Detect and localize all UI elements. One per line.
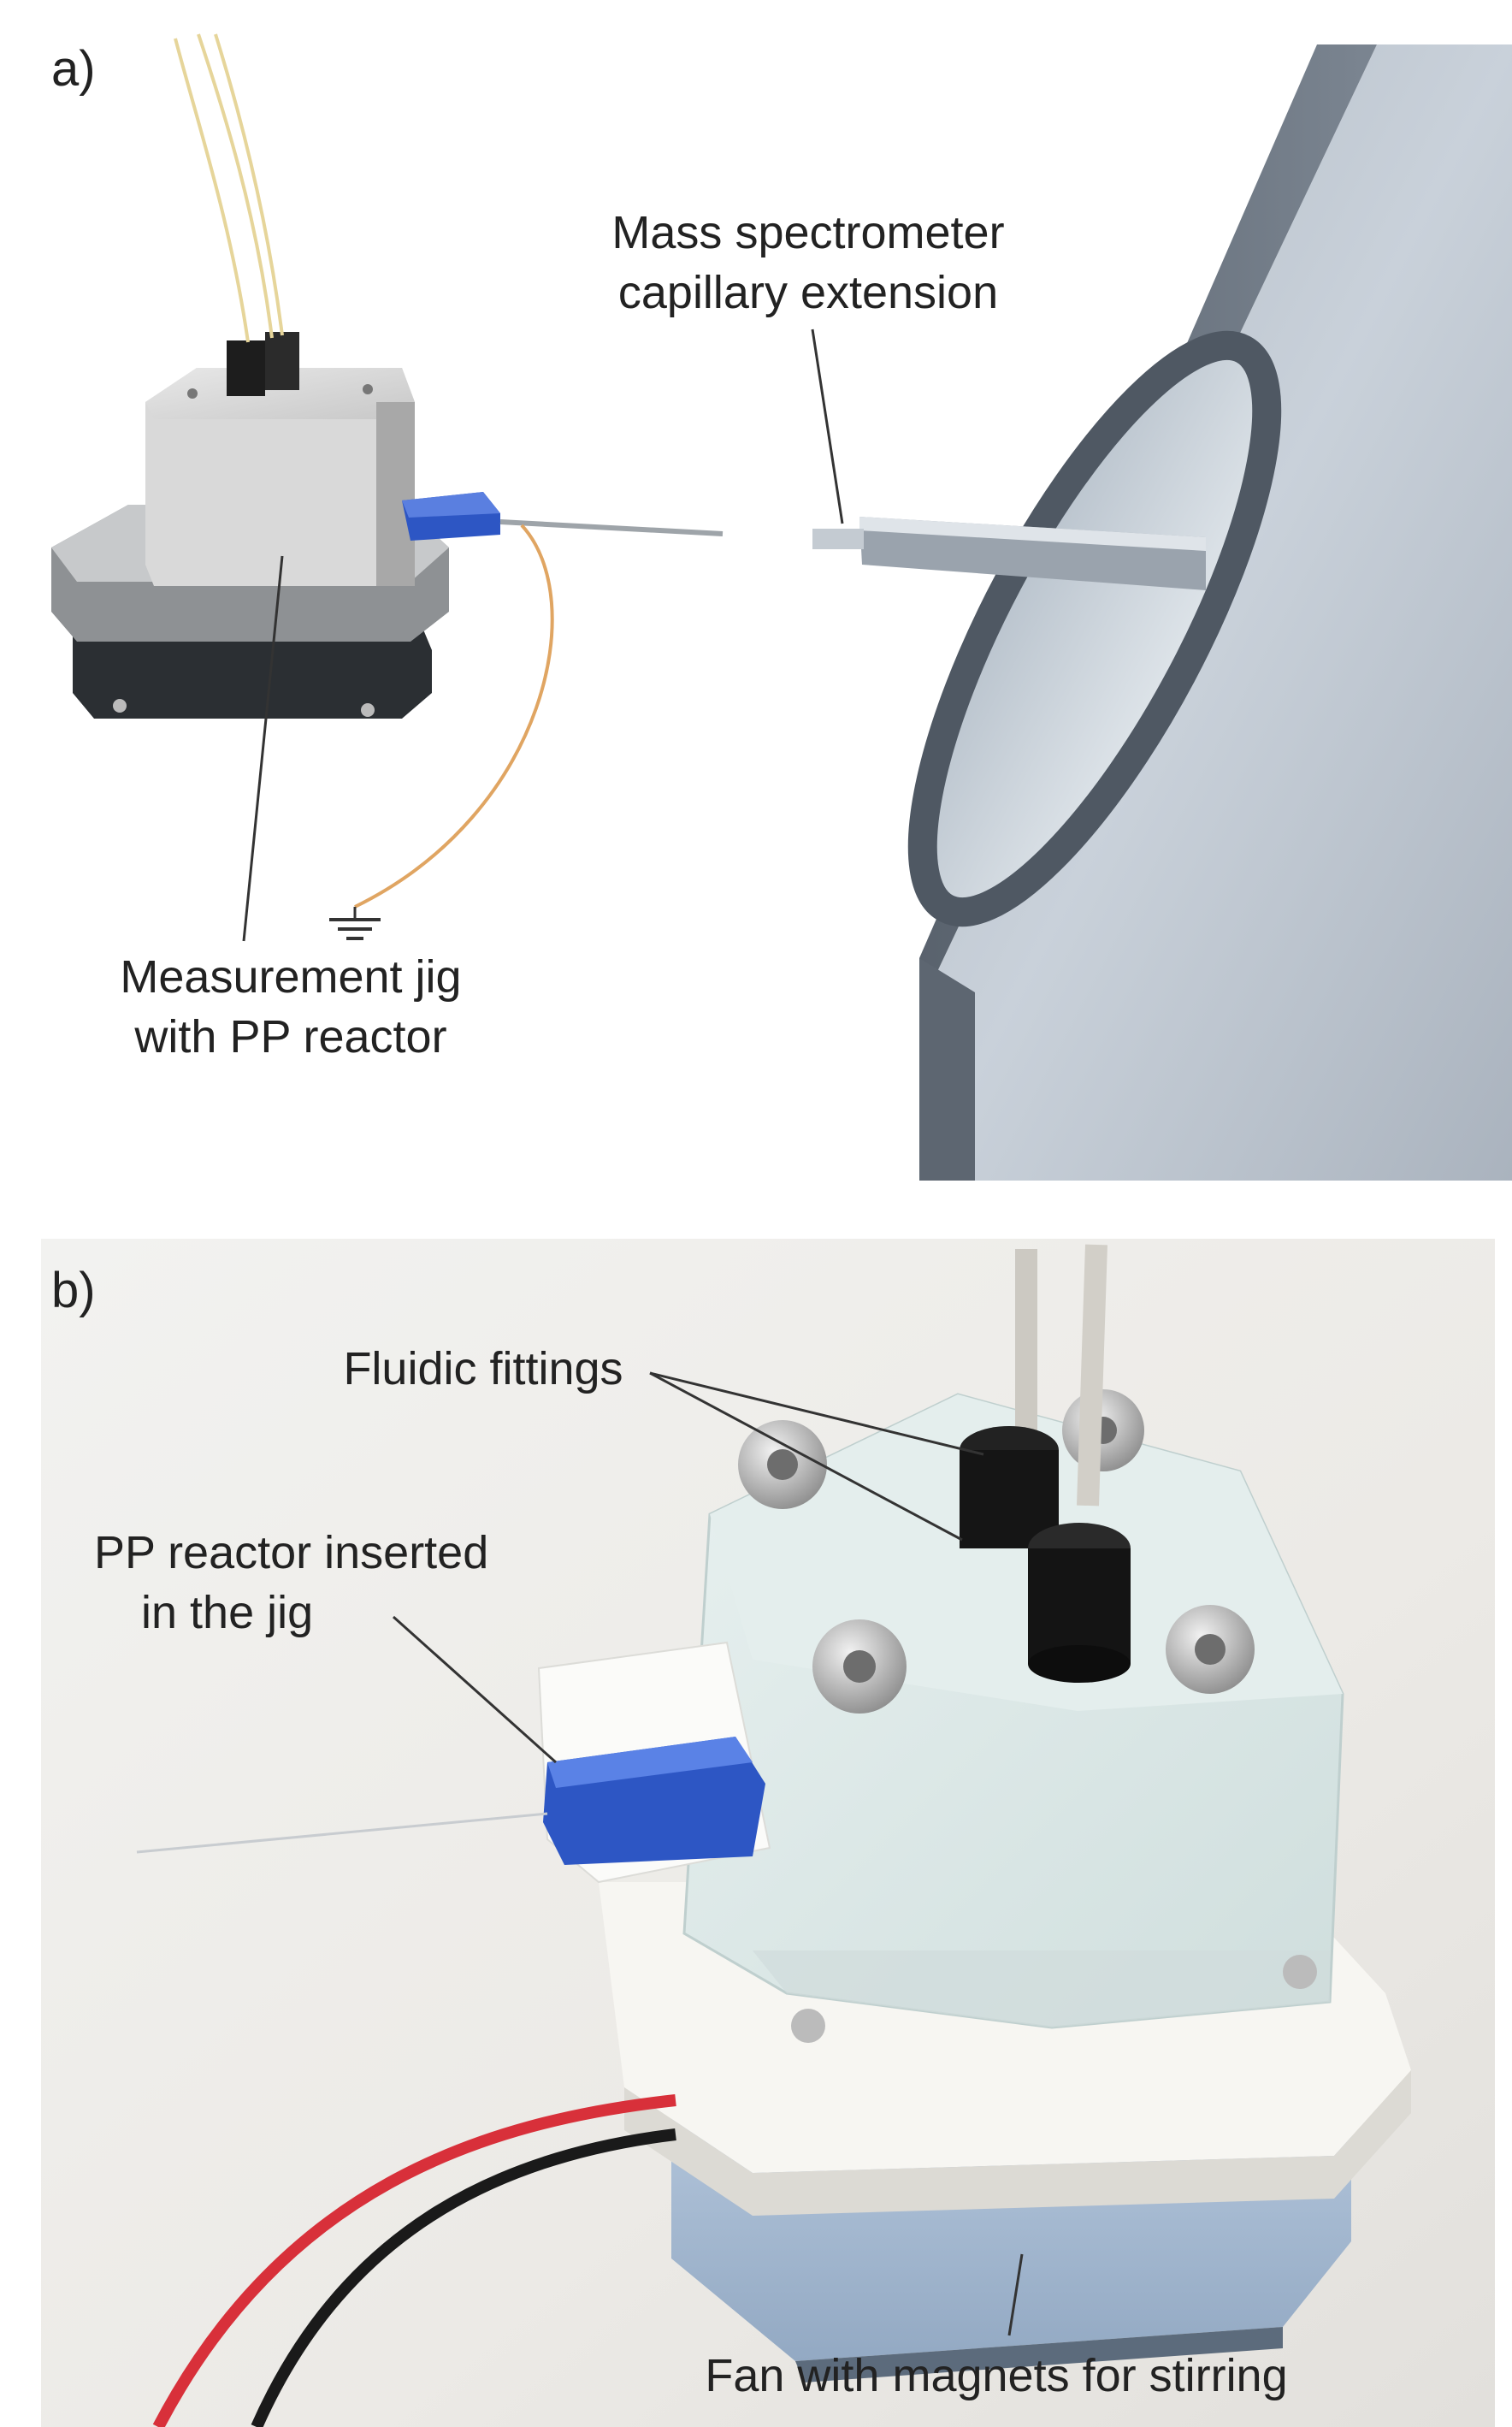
- reactor-label-line1: PP reactor inserted: [94, 1527, 488, 1578]
- reactor-leader-line: [392, 1615, 558, 1764]
- pp-reactor: [136, 1737, 765, 1865]
- ms-label-line2: capillary extension: [618, 267, 998, 318]
- fittings-label: Fluidic fittings: [343, 1343, 623, 1394]
- measurement-jig: [51, 33, 724, 940]
- ms-label-line1: Mass spectrometer: [611, 207, 1004, 258]
- panel-b-letter: b): [51, 1263, 96, 1318]
- jig-leader-line: [242, 555, 284, 942]
- jig-label-line2: with PP reactor: [133, 1011, 446, 1063]
- fan-leader-line: [1007, 2253, 1024, 2336]
- panel-a: a) Mass spectrometer capillary extension…: [51, 33, 1512, 1181]
- fittings-leader-line-1: [649, 1371, 984, 1456]
- fittings-leader-line-2: [649, 1371, 963, 1542]
- jig-label-line1: Measurement jig: [120, 951, 461, 1003]
- fan-label: Fan with magnets for stirring: [705, 2350, 1287, 2401]
- ms-leader-line: [811, 329, 844, 524]
- panel-a-letter: a): [51, 41, 96, 97]
- reactor-label-line2: in the jig: [141, 1587, 313, 1638]
- fluidic-fittings: [960, 1244, 1131, 1683]
- ground-icon: [329, 907, 381, 940]
- power-wires: [152, 2094, 676, 2427]
- panel-b: b) Fluidic fittings PP reactor inserted …: [41, 1239, 1495, 2427]
- mass-spectrometer-inlet: [812, 44, 1512, 1181]
